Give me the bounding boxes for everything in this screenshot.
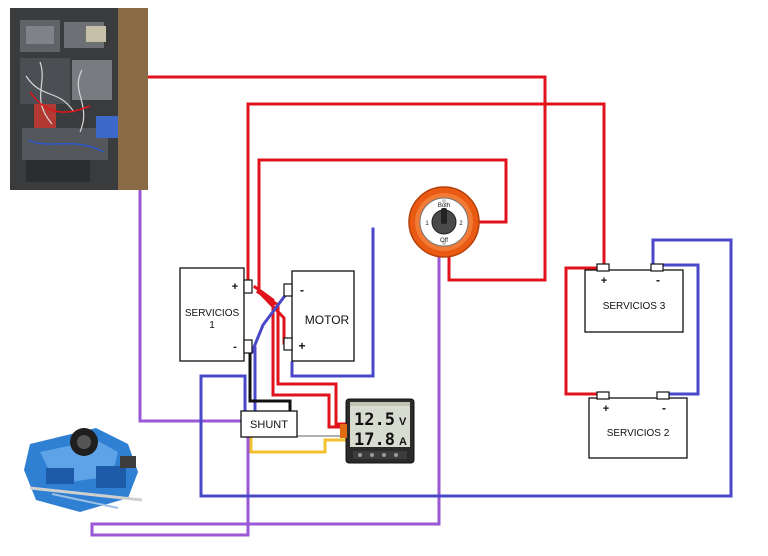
servicios-2-battery: SERVICIOS 2 + - xyxy=(588,391,688,459)
motor-negative-terminal xyxy=(283,283,293,297)
main-negative-wire xyxy=(199,374,247,498)
servicios-3-label: SERVICIOS 3 xyxy=(603,301,666,312)
motor-label: MOTOR xyxy=(305,313,350,327)
monitor-current-unit: A xyxy=(399,436,407,448)
switch-negative-wire xyxy=(290,227,375,378)
switch-loop-wire xyxy=(257,158,508,292)
shunt-sense-wire xyxy=(249,435,348,454)
servicios-3-plus-sign: + xyxy=(601,275,607,287)
battery-monitor-display-icon: 12.5 V 17.8 A xyxy=(340,398,415,464)
servicios-3-positive-terminal xyxy=(596,263,610,272)
shunt-label: SHUNT xyxy=(250,419,288,431)
motor-battery: MOTOR - + xyxy=(283,270,355,362)
monitor-positive-wire-b xyxy=(255,289,348,426)
sense-wires xyxy=(248,350,348,454)
positive-wires xyxy=(146,75,606,429)
panel-positive-wire xyxy=(146,75,547,282)
servicios-3-battery: SERVICIOS 3 + - xyxy=(584,263,684,333)
ground-wires xyxy=(90,188,441,537)
servicios-1-label-number: 1 xyxy=(209,320,215,331)
servicios3-positive-wire xyxy=(246,102,606,289)
battery-selector-switch-icon: Both 1 2 Off xyxy=(408,186,480,258)
marine-engine-photo xyxy=(22,428,150,512)
motor-negative-wire xyxy=(250,286,293,354)
panel-ground-wire xyxy=(138,188,242,423)
servicios-1-negative-terminal xyxy=(243,339,253,354)
servicios-1-positive-terminal xyxy=(243,279,253,294)
servicios-2-plus-sign: + xyxy=(603,403,609,415)
servicios-1-label: SERVICIOS xyxy=(185,308,240,319)
switch-position-1: 1 xyxy=(425,221,429,227)
servicios-3-minus-sign: - xyxy=(656,273,660,287)
servicios-3-negative-terminal xyxy=(650,263,664,272)
servicios-2-positive-terminal xyxy=(596,391,610,400)
motor-minus-sign: - xyxy=(300,283,304,297)
motor-plus-sign: + xyxy=(298,339,305,353)
main-negative-return-wire xyxy=(199,238,733,498)
servicios-1-battery: SERVICIOS 1 + - xyxy=(179,267,253,362)
motor-positive-terminal xyxy=(283,337,293,351)
servicios-2-label: SERVICIOS 2 xyxy=(607,428,670,439)
electrical-panel-photo xyxy=(10,8,148,190)
switch-position-2: 2 xyxy=(459,221,463,227)
shunt-black-wire xyxy=(248,350,292,414)
monitor-current: 17.8 xyxy=(354,430,395,450)
shunt: SHUNT xyxy=(240,410,298,438)
monitor-positive-wire-a xyxy=(252,284,348,429)
monitor-voltage: 12.5 xyxy=(354,410,395,430)
servicios-2-negative-terminal xyxy=(656,391,670,400)
servicios-2-minus-sign: - xyxy=(662,401,666,415)
switch-position-off: Off xyxy=(440,238,448,244)
switch-position-both: Both xyxy=(438,203,450,209)
servicios-1-minus-sign: - xyxy=(233,341,237,353)
negative-wires xyxy=(199,227,733,498)
monitor-voltage-unit: V xyxy=(399,416,407,428)
servicios-1-plus-sign: + xyxy=(232,281,238,293)
engine-ground-wire xyxy=(90,256,441,537)
